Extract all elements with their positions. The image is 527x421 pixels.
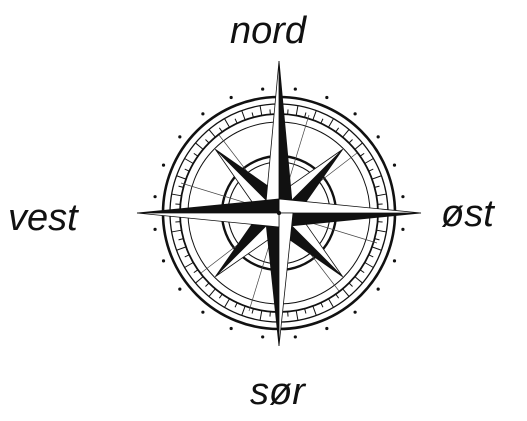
- tick-dot: [162, 259, 165, 262]
- tick-mark: [225, 119, 230, 128]
- tick-mark: [355, 143, 363, 149]
- tick-mark: [336, 294, 339, 298]
- tick-dot: [377, 288, 380, 291]
- tick-dot: [162, 164, 165, 167]
- tick-mark: [321, 303, 323, 308]
- tick-mark: [177, 176, 186, 179]
- tick-mark: [360, 153, 364, 156]
- tick-mark: [313, 111, 316, 120]
- east-point-light: [279, 199, 421, 213]
- east-point-dark: [279, 213, 421, 227]
- tick-mark: [172, 230, 182, 232]
- tick-mark: [209, 289, 215, 297]
- tick-mark: [185, 169, 190, 171]
- tick-mark: [252, 113, 253, 118]
- tick-dot: [294, 335, 297, 338]
- tick-dot: [261, 87, 264, 90]
- tick-mark: [343, 289, 349, 297]
- tick-dot: [294, 87, 297, 90]
- tick-mark: [365, 263, 374, 268]
- tick-mark: [219, 128, 222, 132]
- center-pivot: [277, 211, 281, 215]
- tick-mark: [172, 194, 182, 196]
- tick-mark: [377, 230, 387, 232]
- tick-dot: [401, 195, 404, 198]
- tick-dot: [178, 288, 181, 291]
- north-point-dark: [279, 61, 293, 213]
- west-point-light: [137, 213, 279, 227]
- tick-dot: [178, 135, 181, 138]
- tick-mark: [372, 176, 381, 179]
- tick-mark: [305, 309, 306, 314]
- tick-dot: [201, 311, 204, 314]
- tick-mark: [343, 130, 349, 138]
- west-point-dark: [137, 199, 279, 213]
- tick-mark: [185, 159, 194, 164]
- tick-dot: [393, 259, 396, 262]
- tick-mark: [235, 119, 237, 124]
- tick-mark: [185, 255, 190, 257]
- tick-dot: [261, 335, 264, 338]
- tick-mark: [355, 277, 363, 283]
- tick-mark: [225, 299, 230, 308]
- tick-mark: [369, 255, 374, 257]
- tick-mark: [179, 239, 184, 240]
- tick-mark: [209, 130, 215, 138]
- south-point-dark: [265, 213, 279, 346]
- tick-mark: [329, 119, 334, 128]
- tick-mark: [179, 186, 184, 187]
- tick-mark: [196, 277, 204, 283]
- tick-mark: [235, 303, 237, 308]
- tick-dot: [325, 327, 328, 330]
- tick-mark: [205, 139, 209, 143]
- tick-mark: [205, 283, 209, 287]
- tick-mark: [260, 311, 262, 321]
- tick-mark: [260, 106, 262, 116]
- tick-mark: [349, 283, 353, 287]
- tick-mark: [377, 194, 387, 196]
- south-point-light: [279, 213, 293, 346]
- tick-dot: [230, 327, 233, 330]
- tick-mark: [349, 139, 353, 143]
- tick-dot: [325, 96, 328, 99]
- tick-mark: [185, 263, 194, 268]
- tick-mark: [305, 113, 306, 118]
- tick-mark: [242, 111, 245, 120]
- tick-mark: [329, 299, 334, 308]
- tick-mark: [194, 270, 198, 273]
- tick-mark: [219, 294, 222, 298]
- tick-dot: [401, 228, 404, 231]
- tick-mark: [196, 143, 204, 149]
- tick-mark: [296, 106, 298, 116]
- tick-dot: [354, 112, 357, 115]
- tick-mark: [177, 247, 186, 250]
- tick-mark: [375, 239, 380, 240]
- north-point-light: [265, 61, 279, 213]
- tick-dot: [230, 96, 233, 99]
- tick-mark: [252, 309, 253, 314]
- tick-mark: [336, 128, 339, 132]
- tick-dot: [153, 195, 156, 198]
- tick-dot: [153, 228, 156, 231]
- tick-dot: [393, 164, 396, 167]
- tick-mark: [313, 306, 316, 315]
- tick-mark: [321, 119, 323, 124]
- tick-dot: [377, 135, 380, 138]
- tick-mark: [375, 186, 380, 187]
- tick-dot: [201, 112, 204, 115]
- tick-mark: [296, 311, 298, 321]
- tick-mark: [194, 153, 198, 156]
- tick-dot: [354, 311, 357, 314]
- tick-mark: [369, 169, 374, 171]
- tick-mark: [242, 306, 245, 315]
- tick-mark: [360, 270, 364, 273]
- tick-mark: [365, 159, 374, 164]
- tick-mark: [372, 247, 381, 250]
